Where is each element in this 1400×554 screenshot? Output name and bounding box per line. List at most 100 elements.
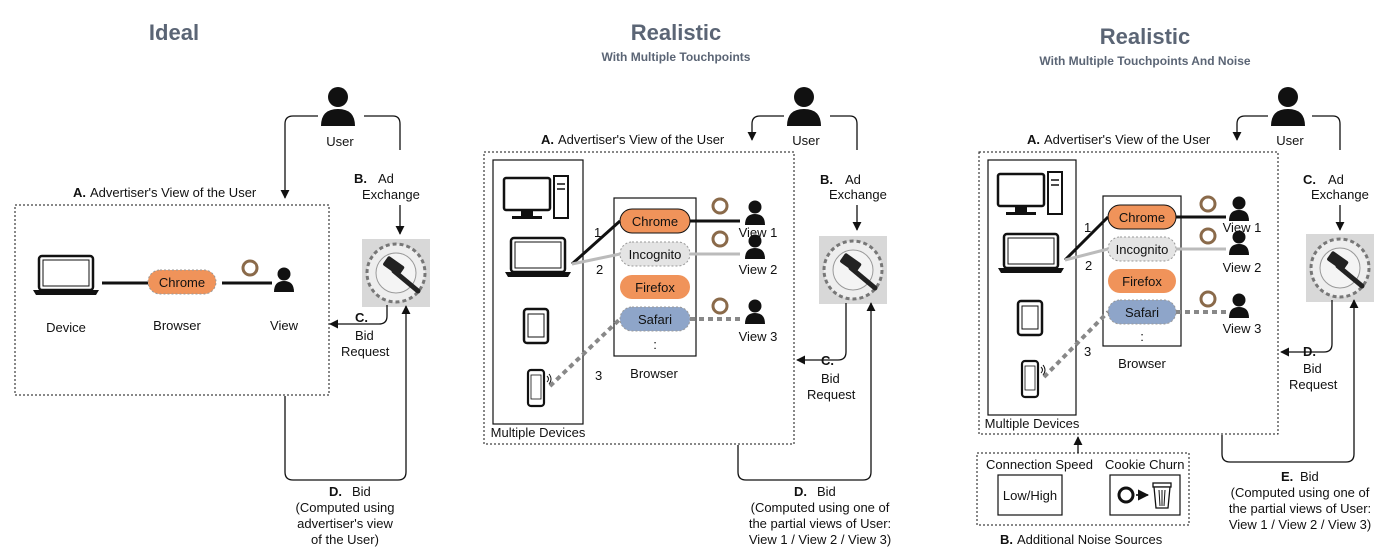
- ad-exchange-line2: Exchange: [362, 187, 420, 202]
- ad-exchange-line2: Exchange: [829, 187, 887, 202]
- browser-label: Browser: [153, 318, 201, 333]
- ad-exchange-line2: Exchange: [1311, 187, 1369, 202]
- ad-exchange-line1: Ad: [845, 172, 861, 187]
- view-person-icon: [274, 267, 294, 292]
- view-box-label: Advertiser's View of the User: [1044, 132, 1211, 147]
- bid-request-letter: C.: [355, 310, 368, 325]
- user-label: User: [326, 134, 354, 149]
- noise-sources-label: Additional Noise Sources: [1017, 532, 1163, 547]
- view-box-label: Advertiser's View of the User: [90, 185, 257, 200]
- view-1-label: View 1: [739, 225, 778, 240]
- view-box-label: Advertiser's View of the User: [558, 132, 725, 147]
- link-2: 2: [1085, 258, 1092, 273]
- bid-line2: (Computed using one of: [751, 500, 890, 515]
- cookie-icon: [1117, 486, 1135, 504]
- user-label: User: [792, 133, 820, 148]
- cookie-churn-label: Cookie Churn: [1105, 457, 1185, 472]
- phone-icon: [1020, 359, 1047, 399]
- auction-icon: [819, 236, 887, 304]
- ad-exchange-line1: Ad: [1328, 172, 1344, 187]
- more-browsers: :: [653, 337, 657, 352]
- devices-box: [492, 159, 584, 425]
- devices-box: [987, 159, 1077, 416]
- bid-request-line2: Request: [807, 387, 856, 402]
- bid-letter: D.: [794, 484, 807, 499]
- chrome-label: Chrome: [1119, 210, 1165, 225]
- user-icon: [1271, 87, 1305, 126]
- laptop-icon: [503, 236, 573, 279]
- bid-request-letter: C.: [821, 353, 834, 368]
- bid-letter: D.: [329, 484, 342, 499]
- view-1-label: View 1: [1223, 220, 1262, 235]
- cookie-icon: [241, 259, 259, 277]
- chrome-label: Chrome: [159, 275, 205, 290]
- bid-line2: (Computed using: [296, 500, 395, 515]
- link-2: 2: [596, 262, 603, 277]
- panel-subtitle: With Multiple Touchpoints And Noise: [1039, 54, 1251, 68]
- devices-label: Multiple Devices: [985, 416, 1080, 431]
- link-1: 1: [1084, 220, 1091, 235]
- bid-request-line1: Bid: [1303, 361, 1322, 376]
- user-label: User: [1276, 133, 1304, 148]
- panel-subtitle: With Multiple Touchpoints: [602, 50, 751, 64]
- bid-request-line1: Bid: [355, 328, 374, 343]
- link-1: 1: [594, 225, 601, 240]
- advertiser-view-box: [14, 204, 330, 396]
- incognito-label: Incognito: [629, 247, 682, 262]
- view-2-label: View 2: [739, 262, 778, 277]
- desktop-icon: [996, 170, 1064, 217]
- view-person-icon: [1229, 293, 1249, 318]
- panel-title: Realistic: [631, 20, 722, 45]
- ad-exchange-line1: Ad: [378, 171, 394, 186]
- view-person-icon: [1229, 196, 1249, 221]
- bid-request-line2: Request: [1289, 377, 1338, 392]
- bid-line1: Bid: [1300, 469, 1319, 484]
- firefox-pill: [620, 275, 690, 299]
- panel-ideal: Ideal User B. Ad Exchange A. Advertiser'…: [14, 20, 430, 547]
- cookie-icon: [711, 297, 729, 315]
- firefox-label: Firefox: [1122, 274, 1162, 289]
- panel-realistic-noise: Realistic With Multiple Touchpoints And …: [976, 24, 1374, 547]
- trash-icon: [1152, 482, 1172, 509]
- safari-label: Safari: [638, 312, 672, 327]
- incognito-label: Incognito: [1116, 242, 1169, 257]
- link-3: 3: [1084, 344, 1091, 359]
- browser-label: Browser: [1118, 356, 1166, 371]
- low-high-label: Low/High: [1003, 488, 1057, 503]
- view-person-icon: [745, 299, 765, 324]
- noise-sources-letter: B.: [1000, 532, 1013, 547]
- laptop-icon: [996, 232, 1066, 275]
- bid-line3: advertiser's view: [297, 516, 393, 531]
- view-box-letter: A.: [541, 132, 554, 147]
- firefox-label: Firefox: [635, 280, 675, 295]
- view-label: View: [270, 318, 299, 333]
- view-3-label: View 3: [1223, 321, 1262, 336]
- browser-box: [1102, 195, 1182, 347]
- browser-box: [613, 197, 697, 357]
- tablet-icon: [1016, 299, 1044, 337]
- bid-line1: Bid: [817, 484, 836, 499]
- panel-title: Ideal: [149, 20, 199, 45]
- bid-line4: View 1 / View 2 / View 3): [749, 532, 891, 547]
- firefox-pill: [1108, 269, 1176, 293]
- view-person-icon: [745, 200, 765, 225]
- advertiser-view-box: [978, 151, 1279, 435]
- advertiser-view-box: [483, 151, 795, 445]
- browser-label: Browser: [630, 366, 678, 381]
- bid-line2: (Computed using one of: [1231, 485, 1370, 500]
- bid-request-letter: D.: [1303, 344, 1316, 359]
- panel-title: Realistic: [1100, 24, 1191, 49]
- ad-exchange-letter: B.: [820, 172, 833, 187]
- ad-exchange-letter: B.: [354, 171, 367, 186]
- cookie-icon: [1199, 290, 1217, 308]
- tablet-icon: [522, 307, 550, 345]
- view-box-letter: A.: [73, 185, 86, 200]
- panel-realistic: Realistic With Multiple Touchpoints User…: [483, 20, 891, 547]
- devices-label: Multiple Devices: [491, 425, 586, 440]
- cookie-icon: [711, 197, 729, 215]
- chrome-pill: [147, 269, 217, 295]
- more-browsers: :: [1140, 329, 1144, 344]
- view-2-label: View 2: [1223, 260, 1262, 275]
- bid-line4: of the User): [311, 532, 379, 547]
